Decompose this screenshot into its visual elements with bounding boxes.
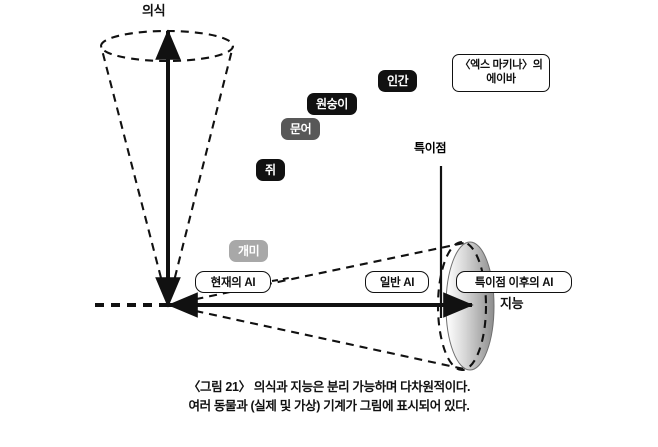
entity-chip-human: 인간 xyxy=(378,70,418,92)
entity-chip-monkey: 원숭이 xyxy=(307,93,357,115)
entity-box-post-singularity-ai: 특이점 이후의 AI xyxy=(456,271,572,293)
consciousness-cone xyxy=(99,29,235,306)
entity-chip-ant: 개미 xyxy=(229,240,269,262)
x-axis-label: 지능 xyxy=(500,296,524,311)
figure-caption: 〈그림 21〉 의식과 지능은 분리 가능하며 다차원적이다. 여러 동물과 (… xyxy=(0,378,658,417)
singularity-label: 특이점 xyxy=(414,141,447,155)
ava-label-line1: 〈엑스 마키나〉의 xyxy=(459,59,543,72)
current-ai-leader xyxy=(271,277,290,282)
entity-box-current-ai: 현재의 AI xyxy=(195,271,271,293)
entity-chip-octopus: 문어 xyxy=(281,118,321,140)
y-axis-label: 의식 xyxy=(142,3,166,18)
caption-line-2: 여러 동물과 (실제 및 가상) 기계가 그림에 표시되어 있다. xyxy=(188,399,470,414)
entity-chip-rat: 쥐 xyxy=(256,159,285,181)
intelligence-cone xyxy=(167,241,465,371)
entity-box-general-ai: 일반 AI xyxy=(365,271,429,293)
caption-line-1: 〈그림 21〉 의식과 지능은 분리 가능하며 다차원적이다. xyxy=(187,380,471,394)
entity-box-ava: 〈엑스 마키나〉의 에이바 xyxy=(452,54,550,92)
ava-label-line2: 에이바 xyxy=(486,73,516,85)
